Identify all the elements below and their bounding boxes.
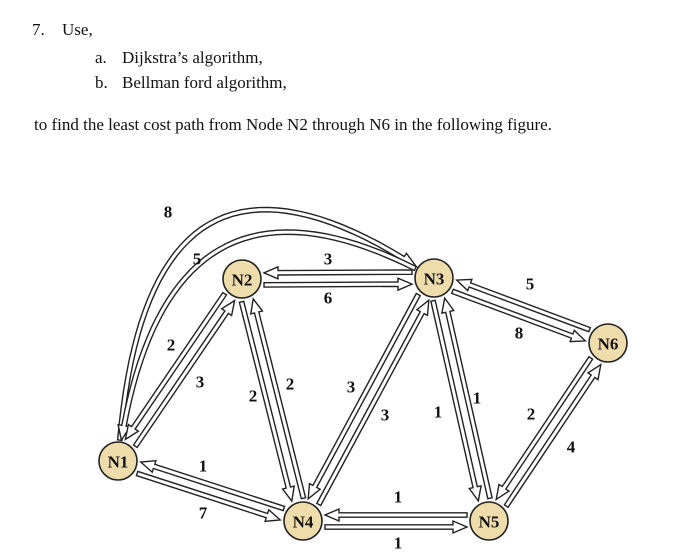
node-label: N6 [598,335,619,354]
edge-arrow-n5-to-n6 [503,363,602,509]
node-circle [414,258,454,298]
edge-weight-n1-to-n3: 8 [164,203,173,222]
edge-weight-n6-to-n3: 8 [515,324,524,343]
edge-arrow-n4-to-n5 [324,519,469,535]
edge-arrow-n3-to-n5 [430,299,482,503]
edge-arrow-n2-to-n1 [124,291,228,441]
edge-arrow-n5-to-n4 [323,507,468,523]
edge-weight-n1-to-n2: 3 [196,373,205,392]
edge-weight-n5-to-n3: 1 [434,403,443,422]
edge-weight-n5-to-n4: 1 [394,534,403,553]
edge-arrow-n3-to-n6 [450,288,587,343]
node-label: N4 [293,513,314,532]
question-lead: Use, [62,20,93,39]
edge-arrow-n1-to-n3 [116,206,418,442]
edge-arrow-n4-to-n3 [315,298,430,507]
node-circle [222,259,262,299]
option-a-text: Dijkstra’s algorithm, [122,48,263,67]
node-label: N3 [424,270,445,289]
node-n3: N3 [414,258,454,298]
edge-weight-n2-to-n3: 3 [324,250,333,269]
edge-weight-n4-to-n1: 7 [199,504,208,523]
edge-weight-n3-to-n2: 6 [324,289,333,308]
node-circle [588,323,628,363]
edge-arrow-n4-to-n1 [139,459,286,512]
node-n6: N6 [588,323,628,363]
edge-weight-n4-to-n2: 2 [249,387,258,406]
edges-layer [116,206,602,535]
edge-weight-n3-to-n4: 3 [381,406,390,425]
edge-weight-n4-to-n5: 1 [394,488,403,507]
node-label: N5 [479,513,500,532]
edge-weight-n3-to-n6: 5 [526,275,535,294]
node-circle [98,441,138,481]
edge-arrow-n2-to-n3 [263,277,414,292]
edge-arrow-n5-to-n3 [441,296,493,500]
node-n2: N2 [222,259,262,299]
node-label: N2 [232,271,253,290]
edge-weight-n1-to-n4: 1 [199,457,208,476]
edge-weight-n2-to-n4: 2 [286,375,295,394]
question-number: 7. [32,20,45,39]
edge-weight-n6-to-n5: 4 [567,438,576,457]
edge-weight-n3-to-n1: 5 [193,250,202,269]
node-circle [469,501,509,541]
edge-arrow-n3-to-n1 [117,229,418,443]
node-label: N1 [108,453,129,472]
option-b-marker: b. [95,73,108,92]
node-circle [283,501,323,541]
node-n1: N1 [98,441,138,481]
node-n4: N4 [283,501,323,541]
edge-arrow-n6-to-n3 [455,278,592,333]
instruction-text: to find the least cost path from Node N2… [34,115,552,134]
edge-arrow-n3-to-n4 [307,292,422,501]
edge-weight-n2-to-n1: 2 [167,336,176,355]
edge-arrow-n4-to-n2 [249,297,307,500]
option-a-marker: a. [95,48,107,67]
edge-arrow-n1-to-n4 [135,470,282,523]
edge-weight-n4-to-n3: 3 [347,378,356,397]
node-n5: N5 [469,501,509,541]
edge-arrow-n1-to-n2 [132,299,236,449]
edge-arrow-n6-to-n5 [495,355,594,501]
edge-weight-n5-to-n6: 2 [527,405,536,424]
edge-arrow-n2-to-n4 [238,300,296,503]
edge-weight-n3-to-n5: 1 [473,389,482,408]
option-b-text: Bellman ford algorithm, [122,73,287,92]
edge-arrow-n3-to-n2 [262,265,413,280]
